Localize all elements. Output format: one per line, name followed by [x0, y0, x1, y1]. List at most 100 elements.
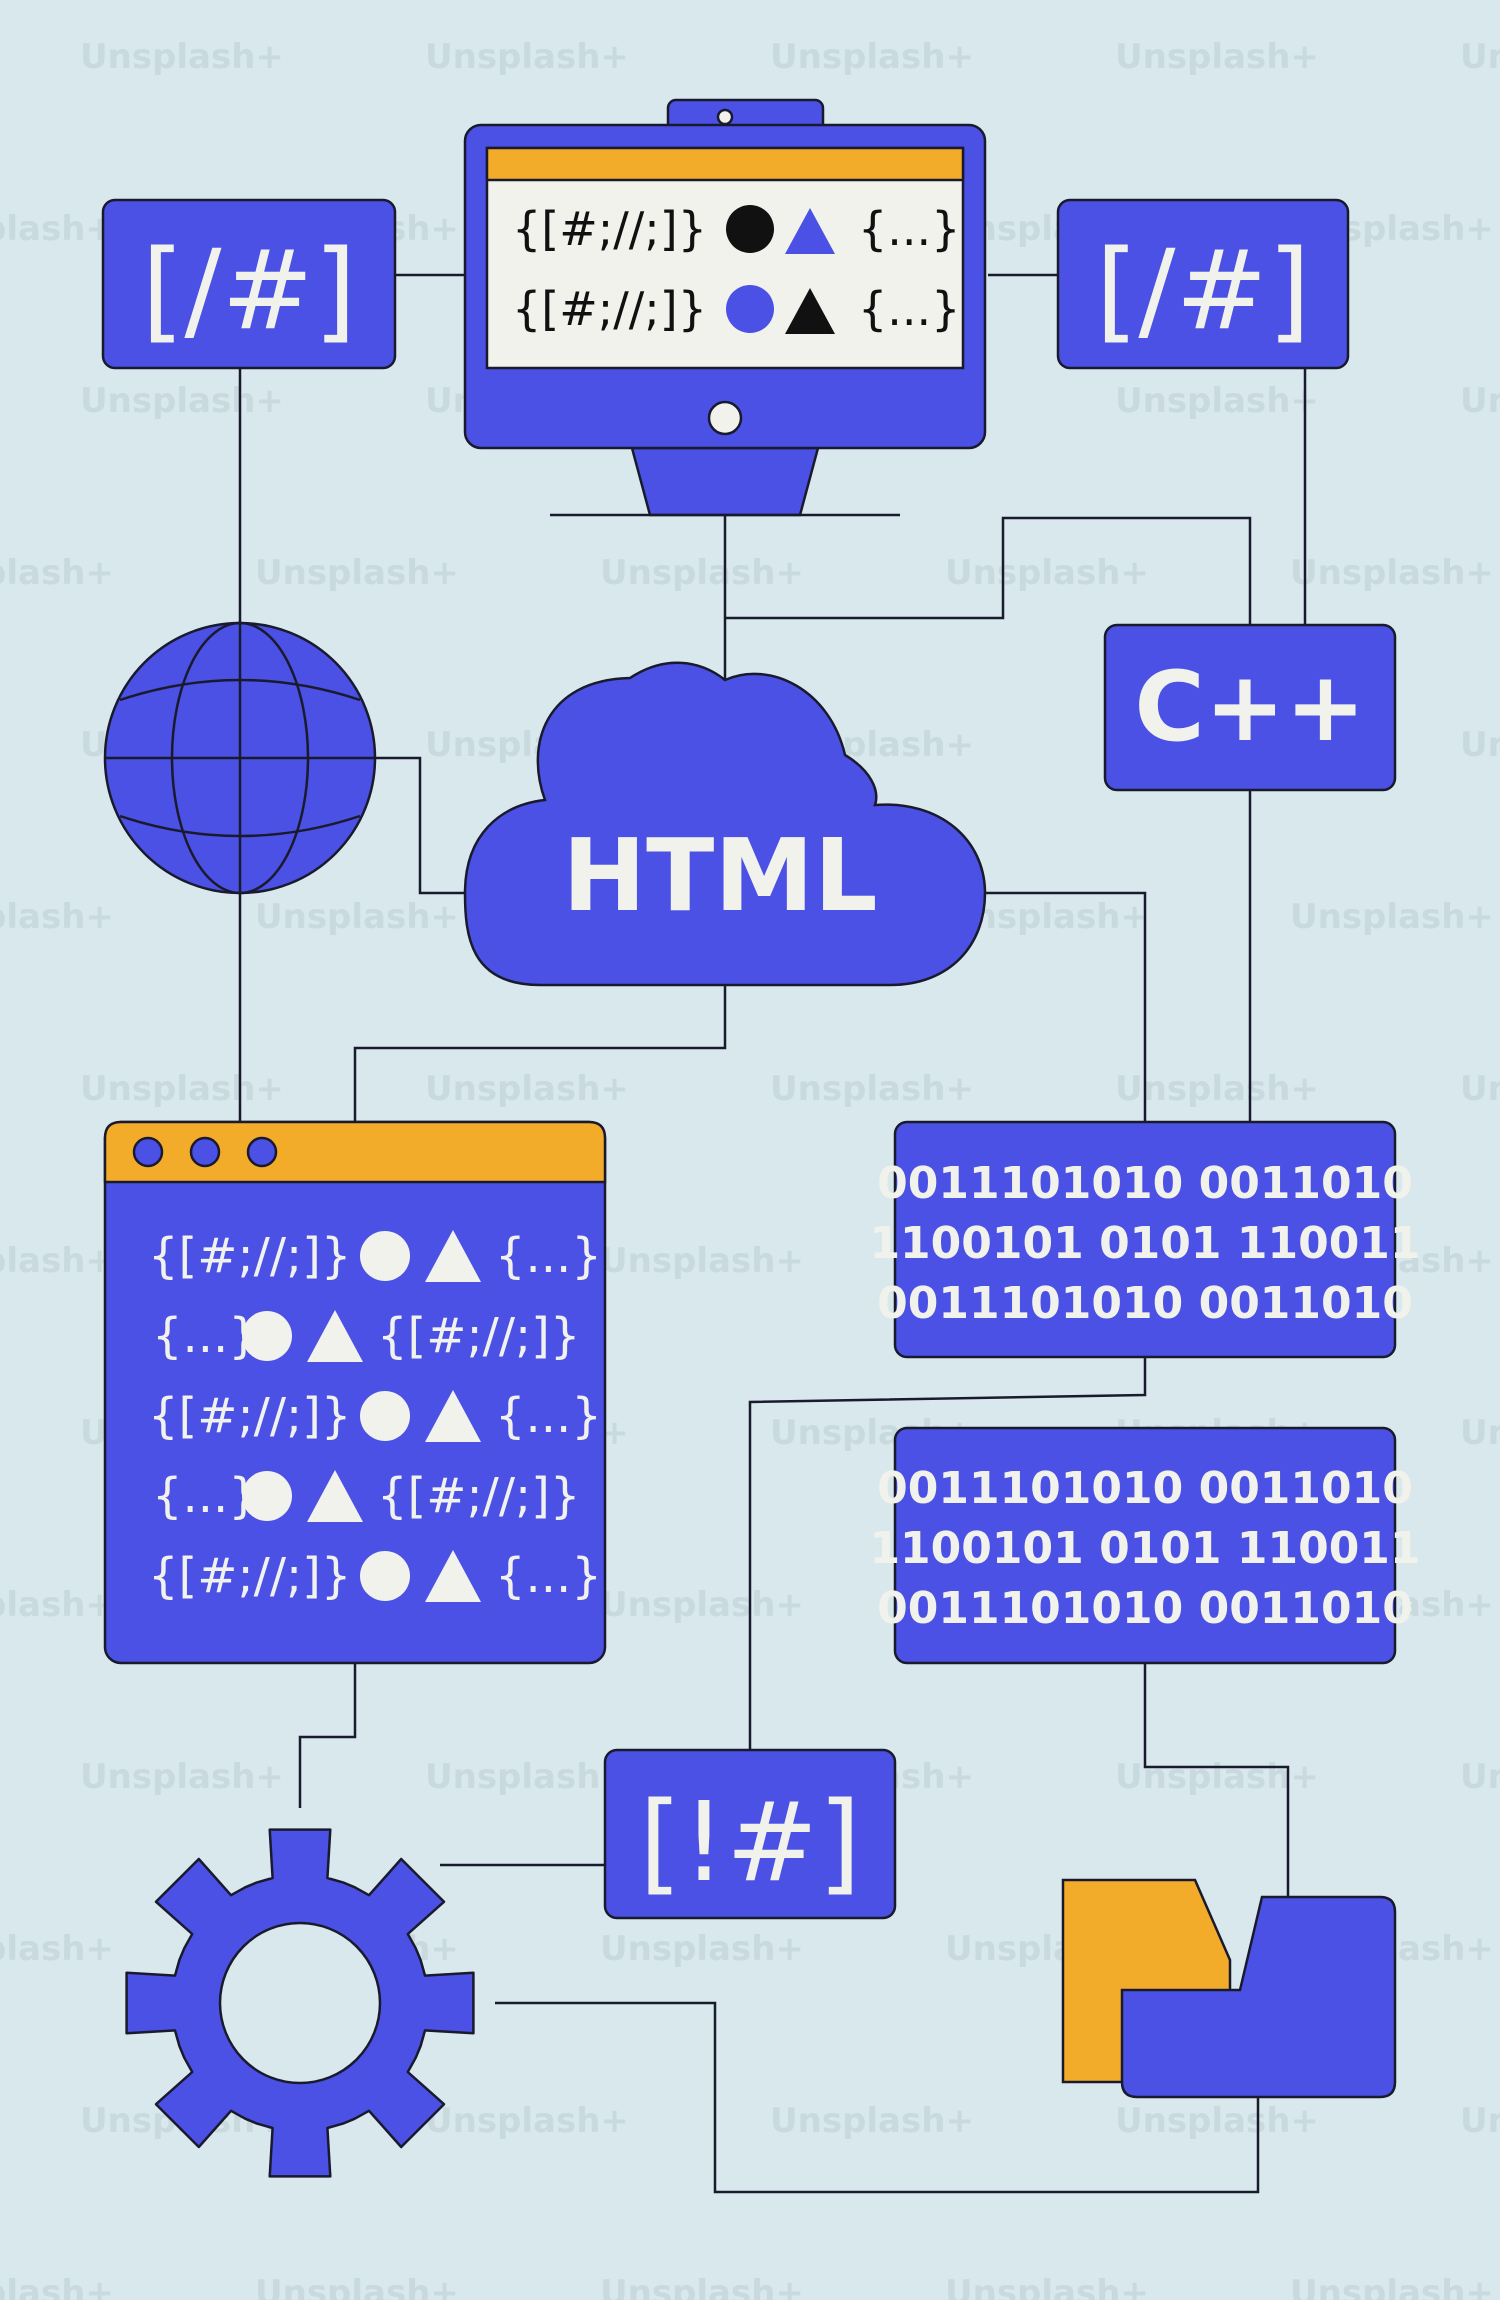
watermark-text: Unsplash+	[425, 1757, 629, 1797]
code-window: {[#;//;]} {...} {...} {[#;//;]} {[#;//;]} {..…	[103, 1120, 607, 1665]
watermark-text: Unsplash+	[1460, 725, 1500, 765]
monitor-power-button	[707, 400, 743, 436]
bang-tag-card: [!#]	[603, 1748, 897, 1920]
gear-icon	[125, 1828, 475, 2178]
right-tag-label: [/#]	[1095, 226, 1310, 354]
globe-icon	[103, 621, 377, 895]
watermark-text: Unsplash+	[80, 381, 284, 421]
watermark-text: Unsplash+	[1290, 897, 1494, 937]
code-row-start: {[#;//;]}	[148, 1228, 351, 1284]
monitor-icon: {[#;//;]} {...} {[#;//;]} {...}	[463, 98, 987, 517]
cloud-label: HTML	[562, 817, 877, 934]
circle-icon	[360, 1391, 410, 1441]
watermark-text: Unsplash+	[0, 1929, 114, 1969]
right-tag-card: [/#]	[1056, 198, 1350, 370]
watermark-text: Unsplash+	[1115, 37, 1319, 77]
watermark-text: Unsplash+	[0, 1241, 114, 1281]
window-dot-icon	[132, 1136, 164, 1168]
binary-line: 1100101 0101 110011	[869, 1523, 1420, 1574]
monitor-screen	[485, 146, 965, 370]
code-row-start: {...}	[152, 1308, 259, 1364]
watermark-text: Unsplash+	[1115, 381, 1319, 421]
watermark-text: Unsplash+	[1115, 1069, 1319, 1109]
watermark-text: Unsplash+	[80, 1757, 284, 1797]
circle-icon	[360, 1231, 410, 1281]
code-row-end: {[#;//;]}	[377, 1308, 580, 1364]
code-row-end: {...}	[495, 1388, 602, 1444]
binary-line: 0011101010 0011010	[877, 1278, 1413, 1329]
watermark-text: Unsplash+	[945, 553, 1149, 593]
bang-tag-label: [!#]	[639, 1778, 861, 1906]
watermark-text: Unsplash+	[1460, 1757, 1500, 1797]
folder-icon	[1061, 1878, 1397, 2099]
watermark-text: Unsplash+	[1290, 553, 1494, 593]
monitor-stand	[630, 446, 820, 517]
watermark-text: Unsplash+	[600, 553, 804, 593]
cpp-label: C++	[1134, 651, 1365, 763]
window-dot-icon	[246, 1136, 278, 1168]
monitor-code-line-2-end: {...}	[858, 282, 960, 336]
triangle-icon	[425, 1390, 481, 1442]
triangle-icon	[307, 1470, 363, 1522]
watermark-text: Unsplash+	[255, 553, 459, 593]
watermark-text: Unsplash+	[1460, 37, 1500, 77]
circle-icon	[242, 1471, 292, 1521]
window-dot-icon	[189, 1136, 221, 1168]
circle-icon	[242, 1311, 292, 1361]
code-row-start: {[#;//;]}	[148, 1388, 351, 1444]
cloud-icon: HTML	[463, 661, 987, 987]
binary-line: 0011101010 0011010	[877, 1583, 1413, 1634]
watermark-text: Unsplash+	[255, 897, 459, 937]
left-tag-card: [/#]	[101, 198, 397, 370]
monitor-code-line-2: {[#;//;]}	[512, 282, 707, 336]
left-tag-label: [/#]	[141, 226, 356, 354]
triangle-icon	[425, 1230, 481, 1282]
triangle-icon	[785, 288, 835, 334]
watermark-text: Unsplash+	[1460, 2101, 1500, 2141]
gear-hole	[218, 1921, 382, 2085]
code-rows: {[#;//;]} {...} {...} {[#;//;]} {[#;//;]} {..…	[148, 1228, 602, 1604]
binary-line: 1100101 0101 110011	[869, 1218, 1420, 1269]
watermark-text: Unsplash+	[600, 1585, 804, 1625]
watermark-text: Unsplash+	[0, 553, 114, 593]
watermark-text: Unsplash+	[770, 1069, 974, 1109]
folder-front	[1120, 1895, 1397, 2099]
watermark-text: Unsplash+	[0, 1585, 114, 1625]
code-row-end: {[#;//;]}	[377, 1468, 580, 1524]
watermark-text: Unsplash+	[1290, 2273, 1494, 2300]
monitor-screen-bar	[485, 146, 965, 182]
watermark-text: Unsplash+	[1115, 2101, 1319, 2141]
watermark-text: Unsplash+	[600, 1241, 804, 1281]
watermark-text: Unsplash+	[0, 2273, 114, 2300]
watermark-text: Unsplash+	[1460, 381, 1500, 421]
code-row-end: {...}	[495, 1548, 602, 1604]
monitor-code-line-1: {[#;//;]}	[512, 202, 707, 256]
code-row-end: {...}	[495, 1228, 602, 1284]
watermark-text: Unsplash+	[0, 209, 114, 249]
triangle-icon	[785, 208, 835, 254]
code-row-start: {...}	[152, 1468, 259, 1524]
binary-card-bottom: 0011101010 0011010 1100101 0101 110011 0…	[869, 1426, 1421, 1665]
watermark-text: Unsplash+	[0, 897, 114, 937]
watermark-text: Unsplash+	[425, 1069, 629, 1109]
watermark-text: Unsplash+	[1460, 1413, 1500, 1453]
triangle-icon	[425, 1550, 481, 1602]
circle-icon	[726, 285, 774, 333]
binary-card-top: 0011101010 0011010 1100101 0101 110011 0…	[869, 1120, 1421, 1359]
circle-icon	[360, 1551, 410, 1601]
camera-lens-icon	[716, 108, 734, 126]
window-titlebar	[103, 1120, 607, 1184]
binary-line: 0011101010 0011010	[877, 1158, 1413, 1209]
watermark-text: Unsplash+	[770, 37, 974, 77]
monitor-code-line-1-end: {...}	[858, 202, 960, 256]
watermark-text: Unsplash+	[600, 1929, 804, 1969]
watermark-text: Unsplash+	[425, 2101, 629, 2141]
watermark-text: Unsplash+	[255, 2273, 459, 2300]
circle-icon	[726, 205, 774, 253]
watermark-text: Unsplash+	[1115, 1757, 1319, 1797]
binary-line: 0011101010 0011010	[877, 1463, 1413, 1514]
code-row-start: {[#;//;]}	[148, 1548, 351, 1604]
triangle-icon	[307, 1310, 363, 1362]
